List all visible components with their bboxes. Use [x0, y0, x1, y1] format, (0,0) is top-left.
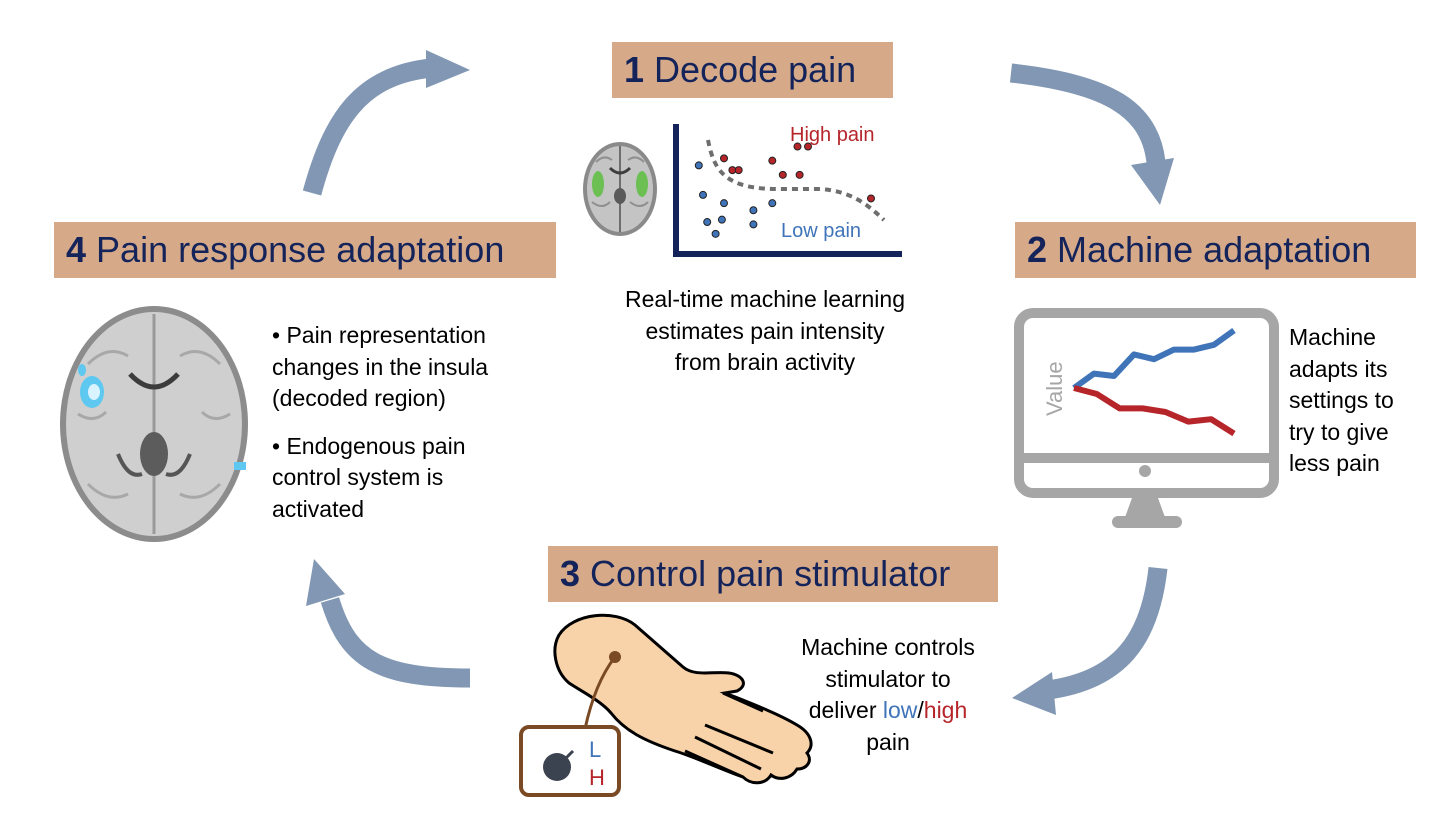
deliver-text: deliver: [808, 697, 883, 723]
stimulator-low-label: L: [589, 737, 602, 762]
step2-title-text: Machine adaptation: [1057, 229, 1372, 270]
high-pain-label: High pain: [790, 124, 875, 146]
low-pain-point: [703, 218, 712, 227]
step2-description: Machine adapts its settings to try to gi…: [1289, 322, 1439, 480]
stimulator-device: L H: [519, 725, 621, 797]
step2-title: 2 Machine adaptation: [1015, 222, 1416, 278]
high-pain-point: [867, 194, 875, 203]
arm-icon: [553, 613, 813, 785]
low-pain-point: [711, 229, 720, 238]
step3-description: Machine controls stimulator to deliver l…: [778, 632, 998, 758]
brain-scan-large-icon: [60, 306, 248, 542]
low-pain-label: Low pain: [781, 220, 862, 242]
step3-desc-line: Machine controls: [801, 634, 975, 660]
step3-desc-line: pain: [866, 728, 910, 755]
step4-title-text: Pain response adaptation: [96, 229, 505, 270]
step4-title: 4 Pain response adaptation: [54, 222, 556, 278]
arrow-step4-to-step1: [302, 50, 470, 196]
high-pain-point: [720, 154, 728, 163]
bullet-line: • Endogenous pain: [272, 432, 466, 459]
bullet-line: changes in the insula: [272, 353, 489, 380]
stimulator-high-label: H: [589, 765, 605, 790]
decode-scatter-chart: [673, 124, 902, 257]
low-word: low: [882, 697, 918, 723]
monitor-power-dot: [1139, 465, 1151, 477]
step2-desc-line: adapts its: [1289, 355, 1388, 382]
step3-desc-line: stimulator to: [825, 665, 951, 692]
low-pain-point: [699, 190, 707, 199]
electrode-wire: [583, 656, 617, 730]
bullet-line: (decoded region): [272, 385, 446, 411]
blue-series-line: [1072, 327, 1236, 391]
step3-number: 3: [560, 553, 581, 594]
step3-title-text: Control pain stimulator: [590, 553, 951, 594]
high-pain-point: [804, 142, 812, 151]
step4-bullets: • Pain representation changes in the ins…: [272, 320, 552, 525]
slash-text: /: [917, 697, 924, 723]
step2-desc-line: settings to: [1289, 387, 1394, 413]
step1-desc-line: from brain activity: [674, 349, 856, 375]
step4-number: 4: [66, 229, 87, 270]
low-pain-point: [768, 199, 777, 208]
step1-desc-line: estimates pain intensity: [645, 317, 885, 344]
step3-desc-line: deliver low/high: [778, 695, 998, 727]
step1-title: 1 Decode pain: [612, 42, 893, 98]
bullet-line: • Pain representation: [272, 322, 486, 348]
high-pain-point: [734, 166, 743, 175]
stimulator-dial-icon[interactable]: [541, 747, 581, 787]
high-pain-point: [793, 142, 802, 151]
step2-desc-line: Machine: [1289, 324, 1376, 350]
red-series-line: [1073, 385, 1236, 437]
step1-number: 1: [624, 49, 645, 90]
step4-bullet: • Pain representation changes in the ins…: [272, 320, 552, 415]
arrow-step3-to-step4: [306, 559, 471, 688]
step2-desc-line: try to give: [1289, 418, 1389, 445]
high-pain-point: [768, 156, 777, 165]
high-word: high: [923, 697, 968, 723]
low-pain-point: [694, 161, 703, 170]
value-axis-label: Value: [1042, 361, 1067, 416]
low-pain-point: [749, 220, 758, 229]
step2-number: 2: [1027, 229, 1048, 270]
bullet-line: activated: [272, 495, 365, 522]
low-pain-point: [720, 199, 728, 208]
high-pain-point: [795, 170, 804, 179]
arrow-step1-to-step2: [1009, 63, 1174, 205]
step3-title: 3 Control pain stimulator: [548, 546, 998, 602]
high-pain-point: [778, 170, 787, 179]
step4-bullet: • Endogenous pain control system is acti…: [272, 431, 552, 526]
step2-desc-line: less pain: [1289, 450, 1380, 476]
monitor-icon: [1014, 308, 1279, 528]
low-pain-point: [749, 206, 758, 215]
step1-description: Real-time machine learning estimates pai…: [590, 284, 940, 379]
step1-desc-line: Real-time machine learning: [625, 286, 905, 312]
brain-scan-small-icon: [583, 142, 657, 236]
bullet-line: control system is: [272, 464, 444, 490]
arrow-step2-to-step3: [1012, 566, 1168, 715]
low-pain-point: [717, 215, 726, 224]
step1-title-text: Decode pain: [654, 49, 857, 90]
decision-boundary: [706, 139, 886, 222]
